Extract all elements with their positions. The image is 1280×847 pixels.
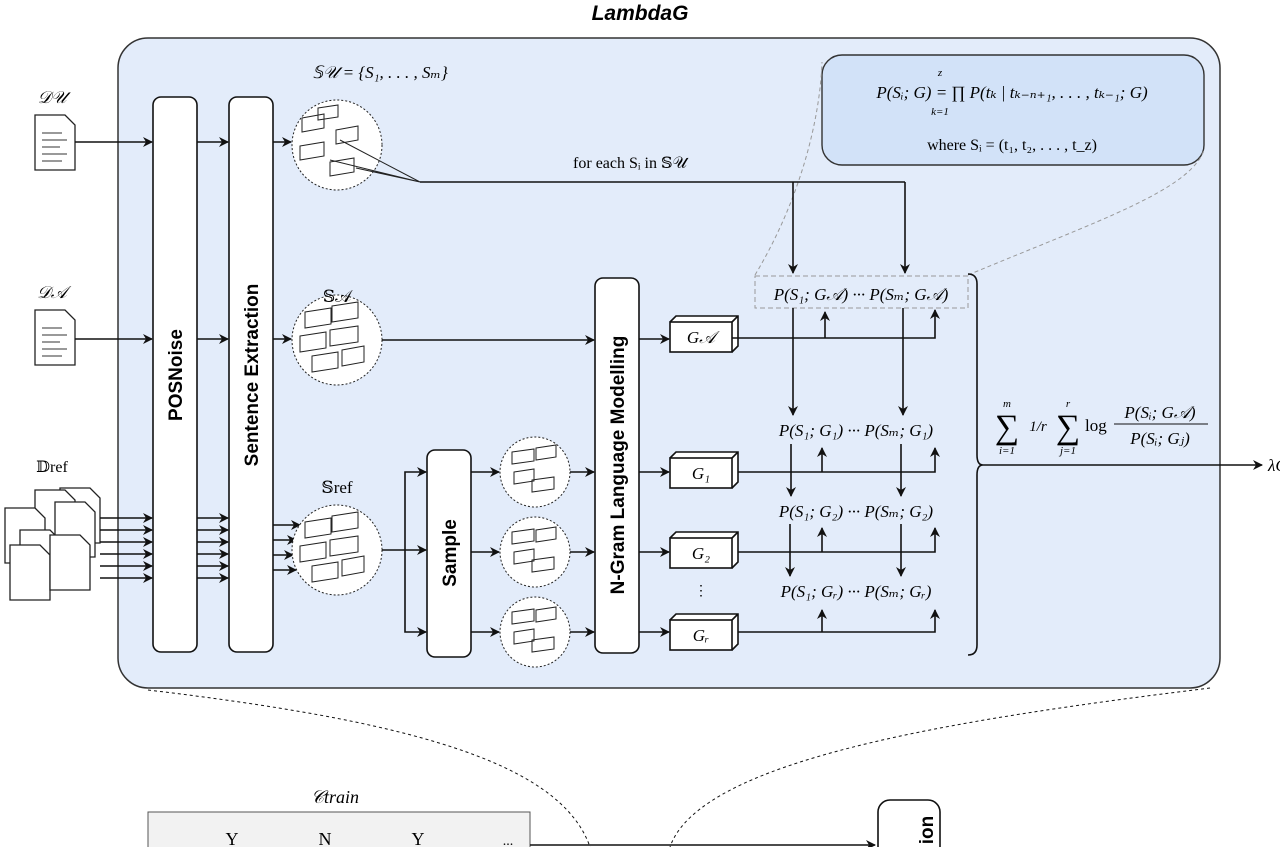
svg-text:Gᵣ: Gᵣ	[693, 626, 709, 645]
svg-text:P(Sᵢ; G𝒜): P(Sᵢ; G𝒜)	[1123, 403, 1196, 422]
svg-text:log: log	[1085, 416, 1107, 435]
posnoise-box	[152, 96, 198, 653]
ngram-label: N-Gram Language Modelling	[608, 336, 629, 595]
model-gr: Gᵣ	[669, 613, 739, 651]
svg-text:G𝒜: G𝒜	[687, 328, 720, 347]
partial-box-label: ion	[917, 816, 938, 845]
svg-text:∑: ∑	[995, 409, 1019, 446]
lambdag-panel	[117, 37, 1221, 689]
partial-box	[877, 799, 941, 847]
table-cell: Y	[226, 829, 239, 847]
svg-text:G₂: G₂	[692, 544, 710, 563]
sentence-set-author-icon	[291, 294, 383, 386]
svg-text:r: r	[1066, 398, 1071, 410]
sample-set-icon	[499, 516, 571, 588]
sentence-extraction-label: Sentence Extraction	[242, 284, 263, 467]
prob-row-gr: P(S₁; Gᵣ) ··· P(Sₘ; Gᵣ)	[780, 582, 932, 601]
document-author-icon	[34, 309, 76, 366]
set-unknown-label: 𝕊𝒰 = {S₁, . . . , Sₘ}	[312, 63, 448, 82]
prob-row-g2: P(S₁; G₂) ··· P(Sₘ; G₂)	[778, 502, 934, 521]
model-ellipsis: ⋮	[694, 584, 708, 599]
svg-text:j=1: j=1	[1058, 445, 1076, 457]
sentence-extraction-box	[228, 96, 274, 653]
model-g2: G₂	[669, 531, 739, 569]
loop-label: for each Sᵢ in 𝕊𝒰	[573, 155, 689, 172]
table-cell: Y	[412, 829, 425, 847]
d-ref-label: 𝔻ref	[36, 459, 68, 476]
sample-label: Sample	[440, 519, 461, 587]
d-unknown-label: 𝒟𝒰	[38, 88, 72, 107]
score-formula: ∑ m i=1 1/r ∑ r j=1 log P(Sᵢ; G𝒜) P(Sᵢ; …	[995, 398, 1208, 457]
posnoise-label: POSNoise	[166, 329, 187, 421]
set-author-label: 𝕊𝒜	[323, 287, 353, 306]
svg-text:G₁: G₁	[692, 464, 710, 483]
train-label: 𝒞train	[311, 787, 359, 807]
highlight-box	[754, 275, 969, 309]
table-cell: ...	[503, 834, 514, 847]
svg-text:P(Sᵢ; Gⱼ): P(Sᵢ; Gⱼ)	[1129, 429, 1190, 448]
sentence-set-unknown-icon	[291, 99, 421, 191]
product-lower-limit: k=1	[931, 106, 949, 118]
formula-line1: P(Sᵢ; G) = ∏ P(tₖ | tₖ₋ₙ₊₁, . . . , tₖ₋₁…	[875, 83, 1148, 102]
formula-line2: where Sᵢ = (t₁, t₂, . . . , t_z)	[927, 137, 1097, 154]
svg-text:i=1: i=1	[999, 445, 1015, 457]
table-cell: N	[319, 829, 332, 847]
output-lambda: λG	[1267, 456, 1280, 475]
d-author-label: 𝒟𝒜	[37, 283, 72, 302]
sample-set-icon	[499, 436, 571, 508]
product-upper-limit: z	[937, 67, 943, 79]
document-unknown-icon	[34, 114, 76, 171]
fraction-one-over-r: 1/r	[1029, 419, 1047, 435]
document-stack-ref-icon	[4, 487, 101, 601]
ngram-box	[594, 277, 640, 654]
svg-text:∑: ∑	[1056, 409, 1080, 446]
diagram-title: LambdaG	[592, 2, 689, 25]
sample-box	[426, 449, 472, 658]
train-table	[147, 811, 531, 847]
sample-set-icon	[499, 596, 571, 668]
set-ref-label: 𝕊ref	[321, 478, 352, 497]
prob-row-g1: P(S₁; G₁) ··· P(Sₘ; G₁)	[778, 421, 934, 440]
svg-text:m: m	[1003, 398, 1011, 410]
sentence-set-ref-icon	[291, 504, 383, 596]
model-g1: G₁	[669, 451, 739, 489]
model-g-author: G𝒜	[669, 315, 739, 353]
prob-row-author: P(S₁; G𝒜) ··· P(Sₘ; G𝒜)	[773, 285, 949, 304]
formula-box	[821, 54, 1205, 166]
